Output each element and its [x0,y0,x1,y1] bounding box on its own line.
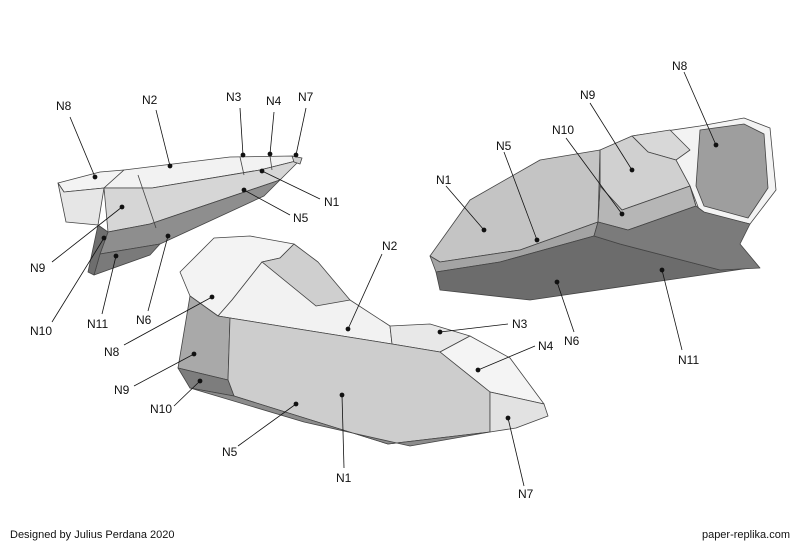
leader-dot [505,415,511,421]
leader-dot [165,233,171,239]
leader-dot [475,367,481,373]
label-n10: N10 [30,324,52,338]
label-n4: N4 [266,94,282,108]
leader-dot [629,167,635,173]
label-n8: N8 [672,59,688,73]
label-n5: N5 [222,445,238,459]
label-n3: N3 [226,90,242,104]
leader-dot [293,152,299,158]
part-top-left [57,155,303,276]
label-n3: N3 [512,317,528,331]
leader-dot [241,187,247,193]
leader-dot [240,152,246,158]
leader-dot [619,211,625,217]
leader-dot [191,351,197,357]
label-n2: N2 [142,93,158,107]
face-n7 [291,155,303,165]
leader-dot [209,294,215,300]
leader-dot [259,168,265,174]
label-n9: N9 [580,88,596,102]
leader-dot [113,253,119,259]
label-n9: N9 [30,261,46,275]
fold-line [689,185,697,207]
label-n5: N5 [496,139,512,153]
label-n8: N8 [56,99,72,113]
fold-line [597,149,601,223]
leader-dot [197,378,203,384]
label-n7: N7 [518,487,534,501]
part-right [429,117,777,301]
face-n11 [593,205,761,271]
leader-dot [92,174,98,180]
leader-dot [713,142,719,148]
fold-line [239,156,245,176]
leader-dot [119,204,125,210]
designer-credit: Designed by Julius Perdana 2020 [10,529,175,541]
label-n4: N4 [538,339,554,353]
face-n7 [489,391,549,433]
leader-dot [481,227,487,233]
leader-dot [101,235,107,241]
label-n2: N2 [382,239,398,253]
label-n6: N6 [564,334,580,348]
label-n8: N8 [104,345,120,359]
leader-dot [339,392,345,398]
leader-dot [293,401,299,407]
fold-line [269,155,273,171]
face-n9 [57,182,105,226]
label-n9: N9 [114,383,130,397]
leader-lines [51,71,719,487]
leader-dot [554,279,560,285]
label-n7: N7 [298,90,314,104]
label-n11: N11 [678,353,699,367]
part-labels: N8 N2 N3 N4 N7 N1 N5 N9 N10 N11 N6 N2 N3… [30,59,699,501]
leader-dot [267,151,273,157]
label-n10: N10 [552,123,574,137]
leader-dot [534,237,540,243]
leader-dot [437,329,443,335]
label-n1: N1 [436,173,452,187]
label-n1: N1 [324,195,340,209]
leader-dot [345,326,351,332]
leader-dot [659,267,665,273]
label-n1: N1 [336,471,352,485]
leader-dot [167,163,173,169]
website-link[interactable]: paper-replika.com [701,529,790,541]
part-middle [177,235,549,447]
label-n11: N11 [87,317,108,331]
label-n10: N10 [150,402,172,416]
face-n8-inner [695,123,769,219]
fold-line [137,174,157,229]
label-n5: N5 [293,211,309,225]
label-n6: N6 [136,313,152,327]
